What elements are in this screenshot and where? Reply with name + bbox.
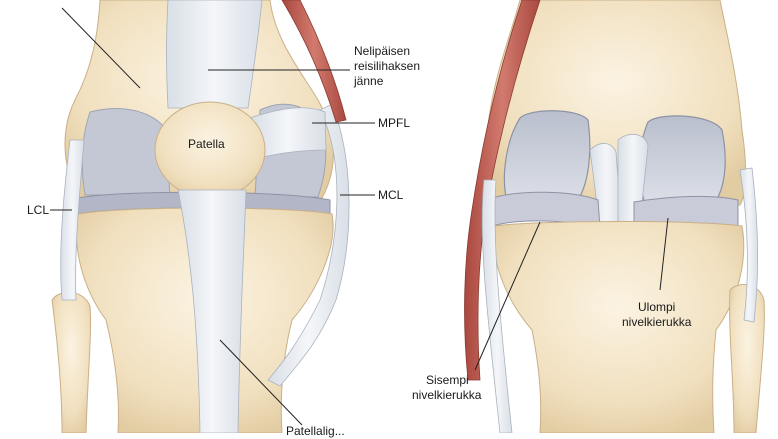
label-medial-meniscus: Sisempi nivelkierukka [412, 373, 481, 403]
label-mpfl: MPFL [378, 116, 411, 130]
medial-condyle-cartilage [503, 110, 591, 205]
leader-medial-meniscus [474, 221, 541, 371]
leader-femur [61, 7, 141, 89]
mcl-ligament [267, 103, 350, 387]
label-mcl: MCL [378, 188, 404, 202]
patellar-tendon [177, 189, 247, 433]
lcl-ligament [60, 139, 85, 301]
front-leader-lines [50, 7, 375, 426]
label-quad-line-1: Nelipäisen [354, 44, 411, 58]
label-medial-line-2: nivelkierukka [412, 388, 482, 402]
hamstring-muscle [464, 0, 541, 381]
back-ligament-left [481, 179, 513, 433]
back-leader-lines [474, 217, 669, 371]
front-view-knee [50, 0, 375, 433]
label-patellar-tendon: Patellalig... [286, 424, 345, 438]
label-lcl: LCL [27, 203, 50, 217]
quadriceps-muscle [281, 0, 347, 123]
label-lateral-meniscus: Ulompi nivelkierukka [622, 300, 691, 330]
back-ligament-right [739, 167, 759, 323]
label-medial-line-1: Sisempi [426, 373, 469, 387]
tibia-back [492, 221, 745, 433]
back-view-knee [464, 0, 765, 433]
quadriceps-tendon [166, 0, 263, 109]
leader-patellar-tendon [219, 339, 303, 426]
fibula-front [51, 291, 92, 433]
label-quad-line-3: jänne [354, 74, 384, 88]
label-lateral-line-1: Ulompi [638, 300, 676, 314]
label-quad-line-2: reisilihaksen [354, 59, 421, 73]
mpfl-ligament [249, 107, 327, 161]
label-patella: Patella [188, 137, 225, 151]
label-lateral-line-2: nivelkierukka [622, 315, 692, 329]
leader-lateral-meniscus [659, 217, 669, 291]
label-quadriceps-tendon: Nelipäisen reisilihaksen jänne [354, 44, 420, 89]
lateral-condyle-cartilage [638, 115, 726, 207]
